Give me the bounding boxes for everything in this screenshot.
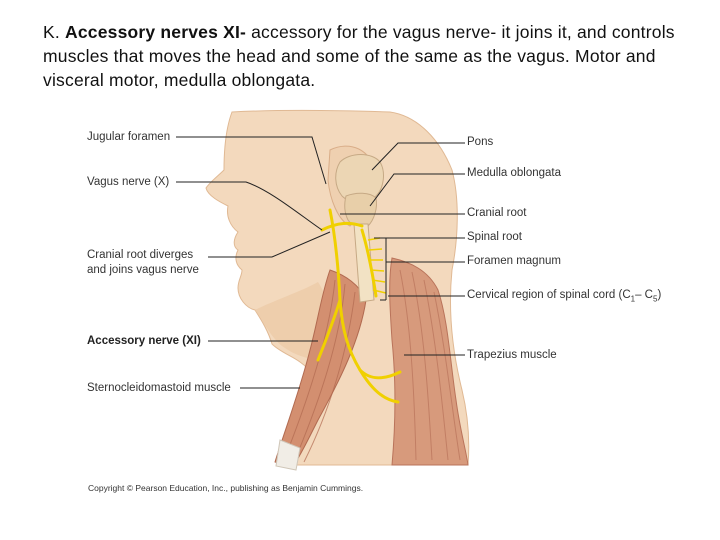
label-cranial-root-line1: Cranial root diverges (87, 249, 194, 261)
pons-structure (335, 154, 384, 203)
label-spinal-root: Spinal root (467, 231, 522, 243)
spinal-cord (353, 223, 375, 303)
medulla-structure (344, 192, 377, 228)
label-jugular-foramen: Jugular foramen (87, 131, 171, 143)
label-trapezius-muscle: Trapezius muscle (467, 349, 557, 361)
cervical-dash: – C (635, 289, 653, 301)
trapezius-muscle (389, 257, 469, 466)
cervical-close: ) (657, 289, 662, 301)
sternocleidomastoid-fibers (283, 279, 356, 463)
label-sternocleidomastoid: Sternocleidomastoid muscle (87, 382, 231, 394)
label-accessory-nerve: Accessory nerve (XI) (87, 335, 201, 347)
heading-rest: accessory for the vagus nerve- it joins … (43, 22, 675, 90)
heading-bold: Accessory nerves XI- (65, 22, 247, 42)
copyright-notice: Copyright © Pearson Education, Inc., pub… (88, 483, 364, 493)
label-medulla-oblongata: Medulla oblongata (467, 167, 561, 179)
spinal-rootlets (367, 237, 387, 294)
cervical-c5-subscript: 5 (652, 294, 658, 304)
label-cranial-root: Cranial root (467, 207, 527, 219)
cervical-c1-subscript: 1 (630, 294, 636, 304)
trapezius-fibers (399, 269, 461, 461)
slide-heading: K. Accessory nerves XI- accessory for th… (43, 20, 693, 92)
leader-lines-right (340, 142, 465, 356)
clavicle-tendon (275, 439, 301, 471)
label-cervical-region: Cervical region of spinal cord (C1– C5) (467, 289, 661, 305)
heading-lead: K. (43, 22, 65, 42)
label-cranial-root-line2: and joins vagus nerve (87, 264, 199, 276)
accessory-nerve-paths (316, 208, 402, 404)
label-pons: Pons (467, 136, 494, 148)
cervical-text: Cervical region of spinal cord (C (467, 289, 631, 301)
label-vagus-nerve: Vagus nerve (X) (87, 176, 170, 188)
label-foramen-magnum: Foramen magnum (467, 255, 561, 267)
leader-lines-left (176, 136, 331, 389)
